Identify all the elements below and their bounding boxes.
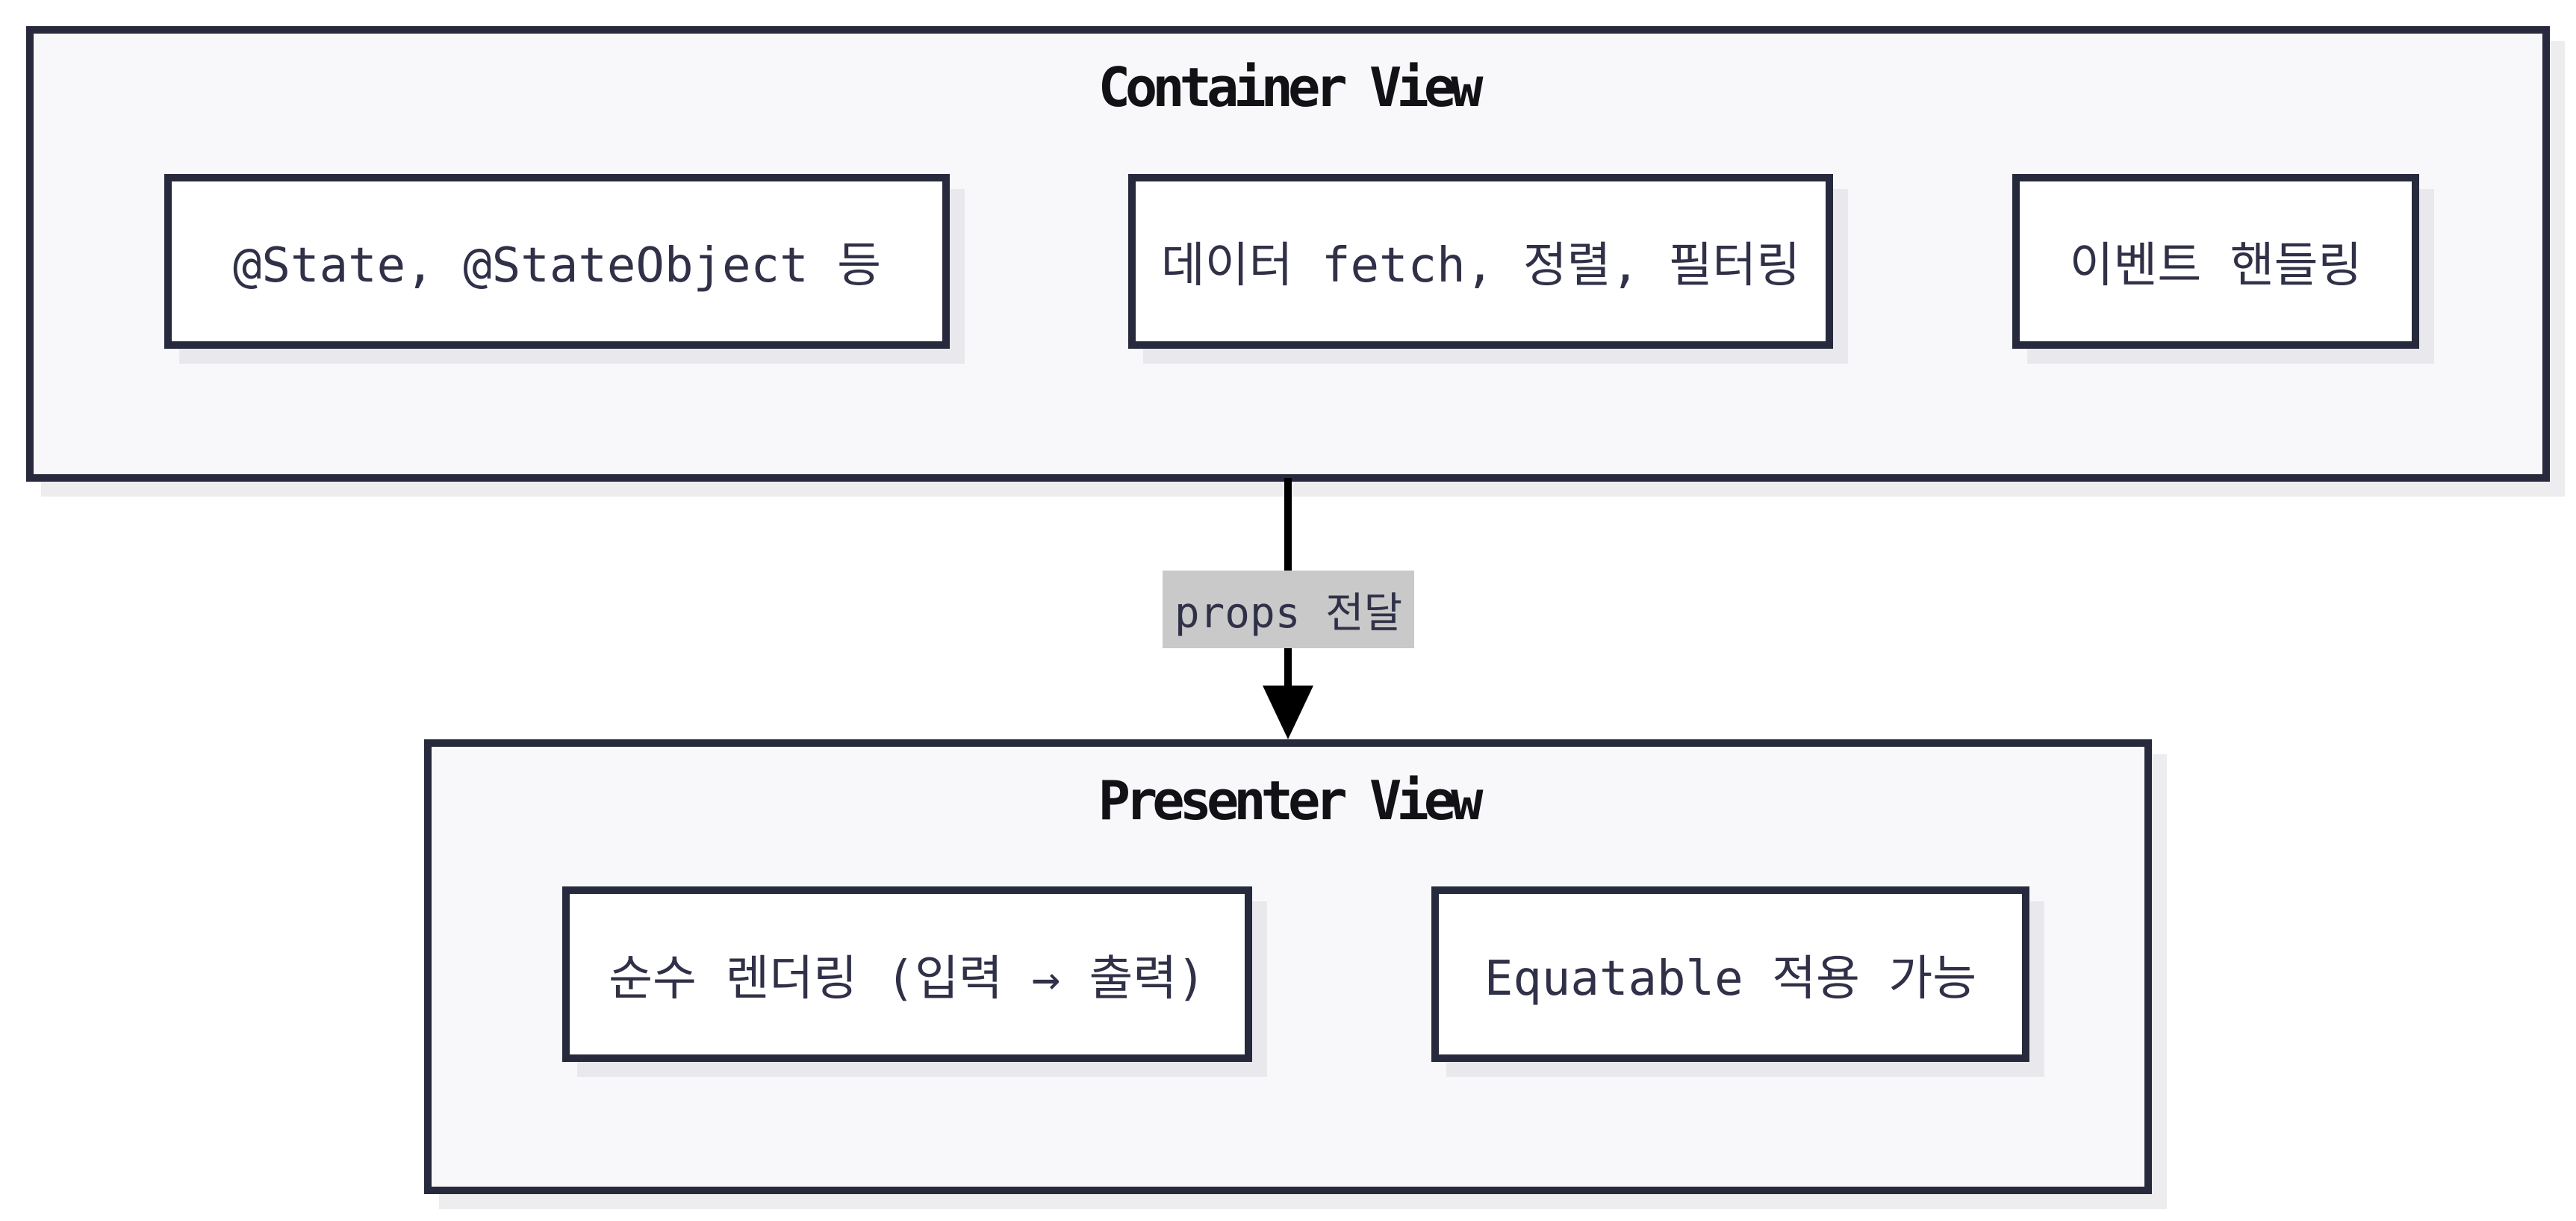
container-view-title: Container View	[1098, 56, 1484, 119]
data-fetch-sort-filter-node: 데이터 fetch, 정렬, 필터링	[1128, 174, 1833, 349]
equatable-node: Equatable 적용 가능	[1431, 886, 2029, 1062]
presenter-view-group: Presenter View 순수 렌더링 (입력 → 출력) Equatabl…	[424, 739, 2152, 1194]
props-edge-label: props 전달	[1163, 571, 1414, 648]
state-object-node: @State, @StateObject 등	[164, 174, 950, 349]
container-view-group: Container View @State, @StateObject 등 데이…	[26, 26, 2550, 482]
pure-rendering-node: 순수 렌더링 (입력 → 출력)	[562, 886, 1252, 1062]
arrow-head-icon	[1263, 686, 1313, 739]
presenter-view-title: Presenter View	[1098, 769, 1484, 832]
event-handling-node: 이벤트 핸들링	[2012, 174, 2419, 349]
